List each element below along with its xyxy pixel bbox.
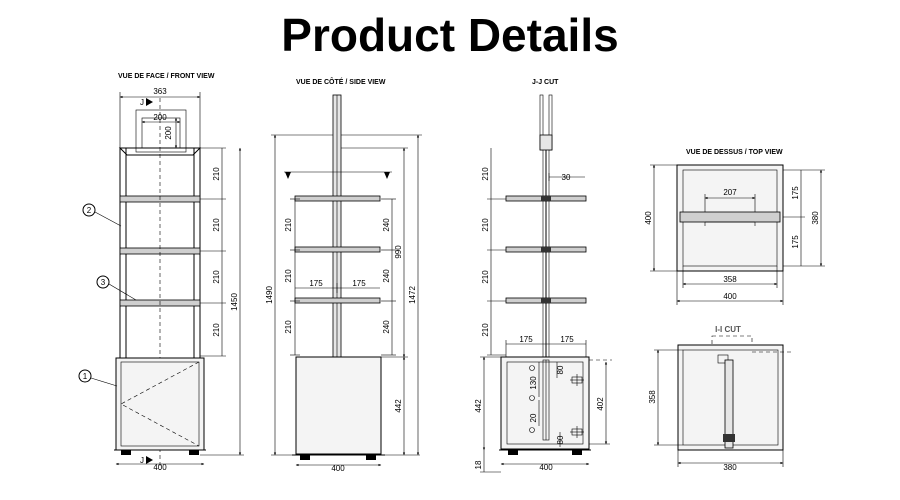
top-shelf-bar xyxy=(679,211,781,223)
top-inner-width: 358 xyxy=(723,275,737,284)
front-cut-marker-bottom: J xyxy=(140,456,144,465)
side-spacing-left-1: 210 xyxy=(284,218,293,232)
ii-width: 380 xyxy=(723,463,737,472)
side-height-990: 990 xyxy=(394,245,403,259)
ii-cut-label: I-I CUT xyxy=(715,325,741,334)
top-inner: 207 xyxy=(723,188,737,197)
front-sign-height: 200 xyxy=(164,126,173,140)
page-title: Product Details xyxy=(281,9,619,61)
cut-spacing-4: 210 xyxy=(481,323,490,337)
cut-pole-offset: 30 xyxy=(562,173,571,182)
cut-d130: 130 xyxy=(529,376,538,390)
side-spacing-left-3: 210 xyxy=(284,320,293,334)
ii-cut-view: I-I CUT 358 380 xyxy=(648,325,792,472)
side-half-depth-left: 175 xyxy=(309,279,323,288)
ii-height: 358 xyxy=(648,390,657,404)
side-shelf-2 xyxy=(294,246,381,253)
cut-inner-height: 402 xyxy=(596,397,605,411)
front-spacing-1: 210 xyxy=(212,167,221,181)
top-half-a: 175 xyxy=(791,186,800,200)
top-half-b: 175 xyxy=(791,235,800,249)
front-cut-marker-top: J xyxy=(140,98,144,107)
cut-half-right: 175 xyxy=(560,335,574,344)
cut-cabinet xyxy=(500,356,590,450)
callout-1 xyxy=(78,369,92,383)
top-view: 207 400 175 175 380 358 400 xyxy=(644,164,825,305)
jj-cut-view: 30 210 210 210 210 175 175 xyxy=(474,94,612,473)
cut-spacing-1: 210 xyxy=(481,167,490,181)
cut-half-left: 175 xyxy=(519,335,533,344)
cut-d80a: 80 xyxy=(556,365,565,374)
ii-pole xyxy=(724,359,734,449)
side-shelf-1 xyxy=(294,195,381,202)
front-sign-panel xyxy=(135,109,187,153)
side-total-height-left: 1490 xyxy=(265,286,274,304)
front-base-width: 400 xyxy=(153,463,167,472)
front-width-top: 363 xyxy=(153,87,167,96)
front-spacing-3: 210 xyxy=(212,270,221,284)
cut-view-label: J-J CUT xyxy=(532,79,559,86)
front-top-frame xyxy=(118,147,202,156)
side-spacing-right-2: 240 xyxy=(382,269,391,283)
front-total-height: 1450 xyxy=(230,293,239,311)
callout-3 xyxy=(96,275,110,289)
cut-d80b: 80 xyxy=(556,435,565,444)
front-cabinet xyxy=(115,357,205,451)
svg-text:2: 2 xyxy=(87,206,92,215)
callout-2 xyxy=(82,203,96,217)
top-view-label: VUE DE DESSUS / TOP VIEW xyxy=(686,149,783,156)
side-cabinet-height: 442 xyxy=(394,399,403,413)
top-outer-width: 400 xyxy=(723,292,737,301)
front-sign-width: 200 xyxy=(153,113,167,122)
cut-base-width: 400 xyxy=(539,463,553,472)
cut-spacing-2: 210 xyxy=(481,218,490,232)
svg-text:1: 1 xyxy=(83,372,88,381)
side-spacing-left-2: 210 xyxy=(284,269,293,283)
side-spacing-right-3: 240 xyxy=(382,320,391,334)
front-view: 363 J J 200 200 210 210 210 210 1450 400… xyxy=(78,87,244,472)
side-shelf-3 xyxy=(294,297,381,304)
side-base-width: 400 xyxy=(331,464,345,473)
cut-spacing-3: 210 xyxy=(481,270,490,284)
svg-text:3: 3 xyxy=(101,278,106,287)
side-total-height-right: 1472 xyxy=(408,286,417,304)
cut-d20: 20 xyxy=(529,413,538,422)
side-view: 210 210 210 240 240 240 175 175 990 442 … xyxy=(265,94,422,473)
cut-pole-clamp xyxy=(539,134,553,151)
cut-cab-height: 442 xyxy=(474,399,483,413)
cut-foot: 18 xyxy=(474,460,483,469)
front-spacing-2: 210 xyxy=(212,218,221,232)
front-spacing-4: 210 xyxy=(212,323,221,337)
front-view-label: VUE DE FACE / FRONT VIEW xyxy=(118,73,215,80)
side-spacing-right-1: 240 xyxy=(382,218,391,232)
side-cabinet xyxy=(295,356,382,455)
top-inner-depth: 380 xyxy=(811,211,820,225)
side-half-depth-right: 175 xyxy=(352,279,366,288)
side-view-label: VUE DE CÔTÉ / SIDE VIEW xyxy=(296,79,386,86)
top-depth: 400 xyxy=(644,211,653,225)
